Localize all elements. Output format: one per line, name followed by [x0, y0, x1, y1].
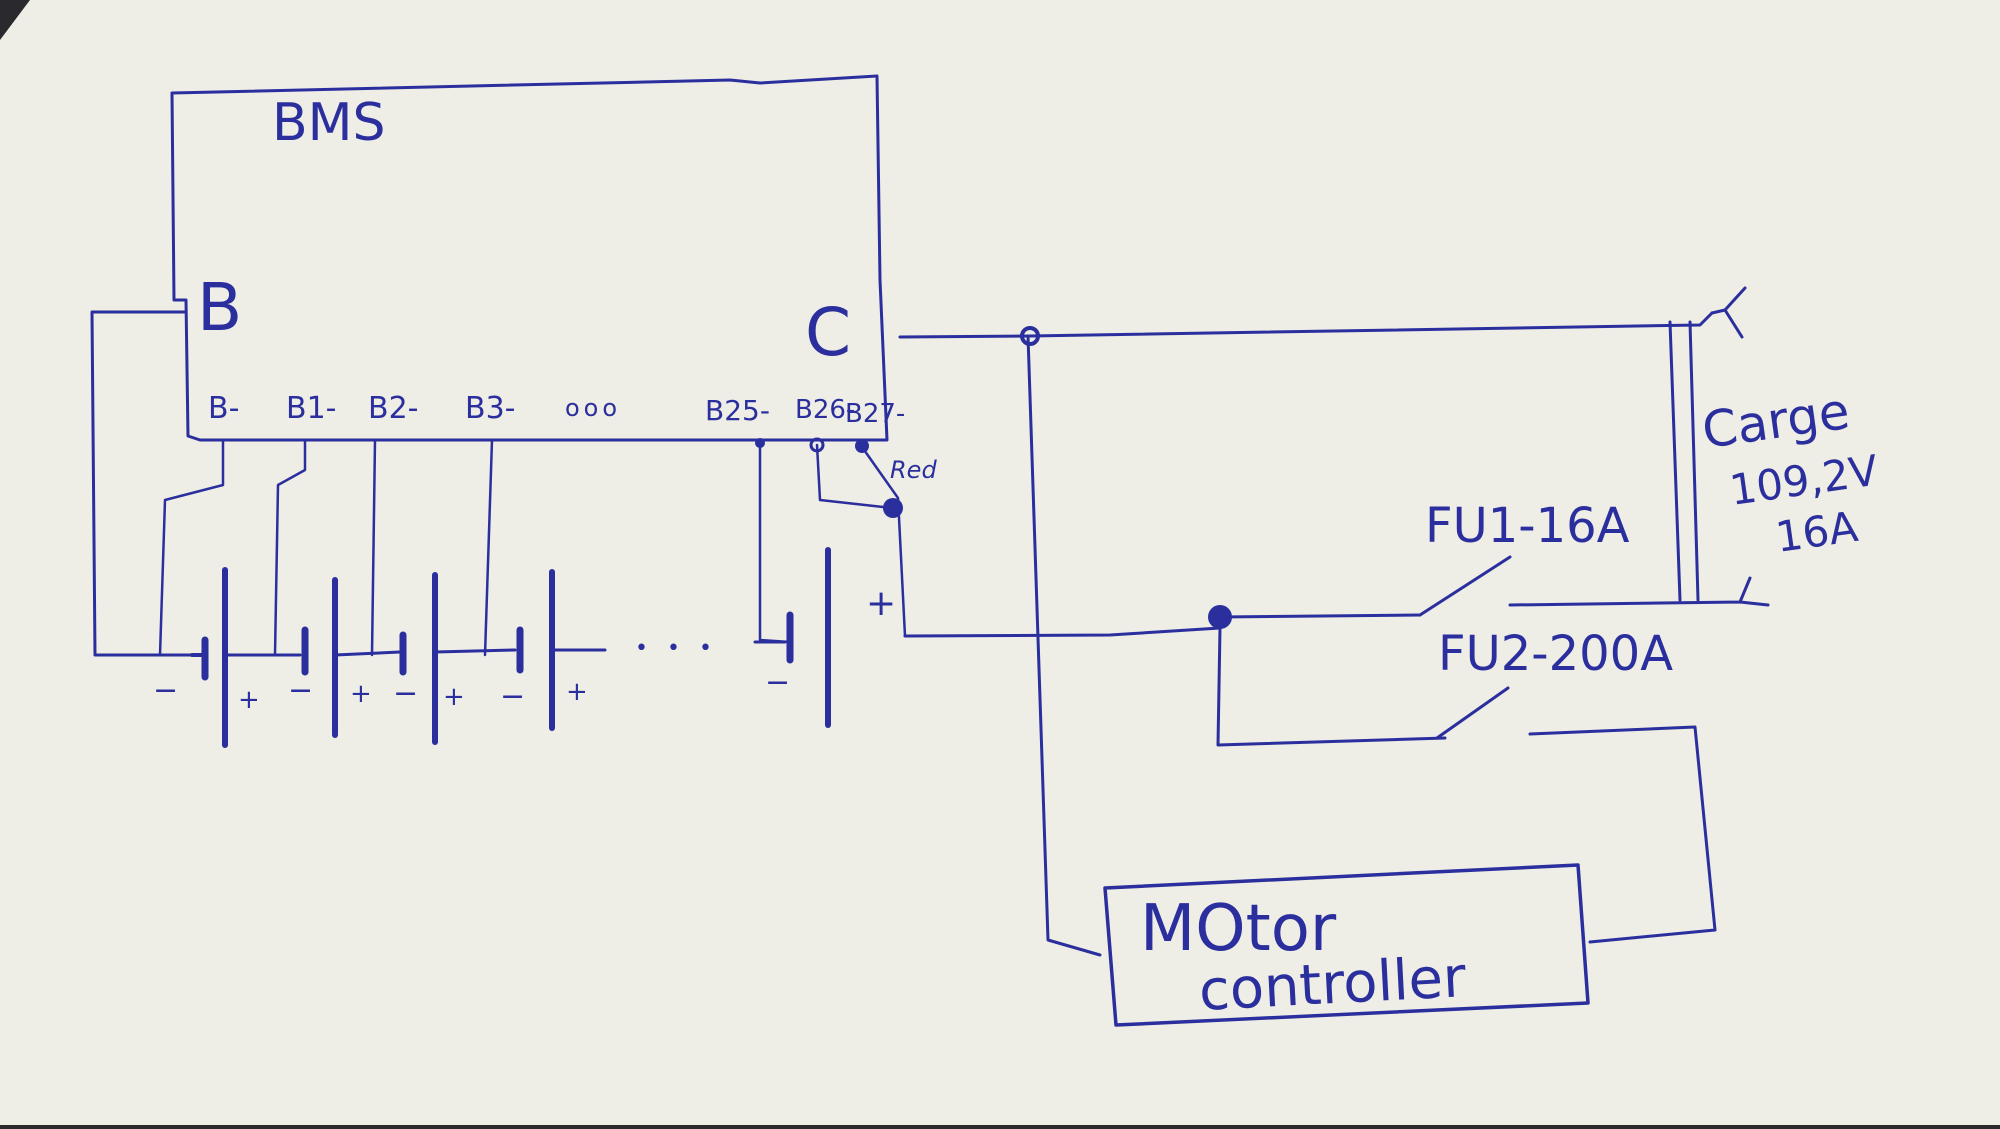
fu2-label: FU2-200A: [1438, 626, 1673, 682]
motor-label-1: MOtor: [1140, 892, 1337, 966]
battery-pack: • • • − + − + − + − + − +: [153, 547, 896, 748]
balance-wire-b27: [860, 445, 907, 638]
cells-ellipsis: • • •: [635, 636, 718, 661]
fu2-to-motor-wire: [1528, 725, 1717, 944]
polarity-minus: −: [393, 676, 418, 711]
pin-label-b3: B3-: [465, 391, 516, 426]
polarity-plus: +: [443, 682, 465, 712]
pin-dot-b27: [855, 439, 869, 453]
cell-link: [333, 650, 402, 657]
bms-box: [170, 74, 889, 442]
red-wire-label: Red: [890, 456, 937, 484]
c-port-wire: [898, 311, 1714, 339]
polarity-minus: −: [153, 673, 178, 708]
motor-controller-box: [1103, 863, 1590, 1027]
fu1-feed-wire: [1218, 613, 1422, 619]
polarity-minus: −: [765, 665, 790, 700]
b-port-label: B: [197, 269, 242, 346]
balance-wire-b1: [273, 438, 307, 657]
pin-label-ellipsis: ooo: [565, 394, 621, 422]
pin-label-b27: B27-: [845, 399, 905, 429]
pin-label-b2: B2-: [368, 391, 419, 426]
polarity-plus: +: [350, 679, 372, 709]
polarity-plus: +: [238, 685, 260, 715]
cell-link: [433, 648, 517, 654]
polarity-plus: +: [866, 583, 896, 624]
polarity-minus: −: [500, 679, 525, 714]
pin-label-b-minus: B-: [208, 391, 239, 426]
charge-connector-top: [1710, 286, 1747, 339]
pin-dot-b25: [755, 438, 765, 448]
c-port-label: C: [805, 294, 851, 371]
motor-label-2: controller: [1197, 945, 1468, 1024]
pin-label-b25: B25-: [705, 394, 770, 427]
b-port-wire: [90, 310, 194, 657]
polarity-minus: −: [288, 673, 313, 708]
bms-label: BMS: [272, 93, 386, 153]
pin-dot-b26: [809, 437, 825, 453]
balance-wire-b2: [370, 438, 377, 657]
fu1-switch: [1418, 555, 1512, 617]
fu1-label: FU1-16A: [1425, 498, 1630, 554]
polarity-plus: +: [566, 677, 588, 707]
pin-label-b1: B1-: [286, 391, 337, 426]
charge-connector-bottom: [1508, 576, 1770, 607]
charge-cable: [1668, 320, 1700, 602]
balance-wire-b26: [815, 443, 894, 510]
junction-c: [1020, 326, 1040, 346]
c-to-motor-wire: [1026, 334, 1102, 957]
balance-wire-b-minus: [158, 438, 225, 657]
fu2-switch: [1435, 686, 1510, 740]
pin-label-b26: B26-: [795, 395, 855, 425]
charge-label-3: 16A: [1773, 502, 1861, 562]
balance-wire-b3: [483, 438, 494, 657]
junction-red: [883, 498, 903, 518]
